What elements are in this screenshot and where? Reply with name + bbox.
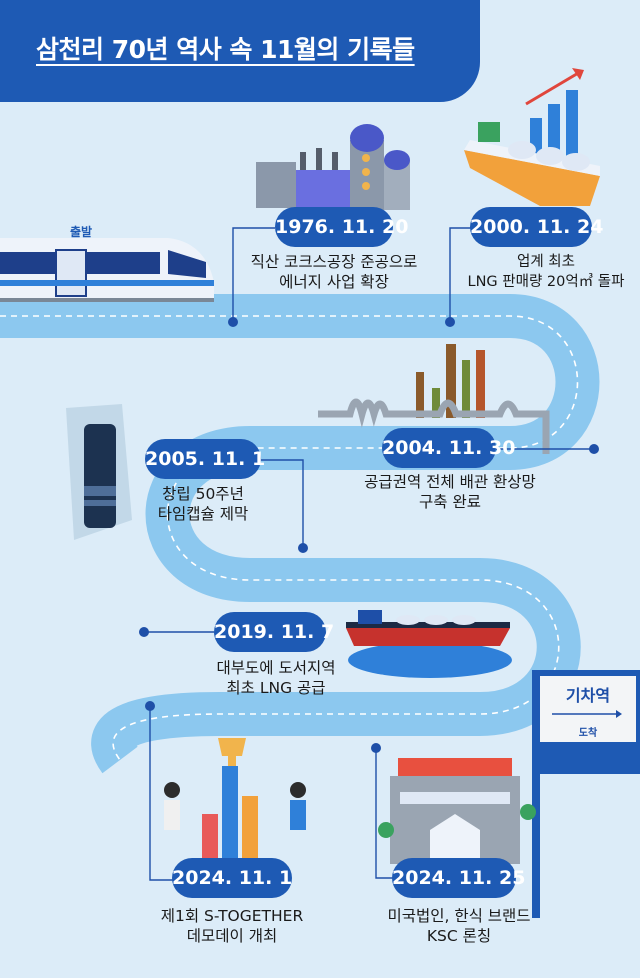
factory-icon (256, 124, 410, 210)
time-capsule-icon (66, 404, 132, 540)
restaurant-icon (378, 758, 536, 864)
train-icon (0, 238, 214, 302)
connector-dots (139, 317, 599, 753)
event-date-2019: 2019. 11. 7 (214, 612, 334, 652)
station-name: 기차역 (565, 686, 611, 705)
event-desc-2000: 업계 최초 LNG 판매량 20억㎥ 돌파 (467, 254, 625, 290)
event-desc-1976: 직산 코크스공장 준공으로 에너지 사업 확장 (250, 253, 418, 291)
page-title: 삼천리 70년 역사 속 11월의 기록들 (36, 35, 415, 64)
event-desc-2024-25: 미국법인, 한식 브랜드 KSC 론칭 (387, 907, 531, 945)
title-banner: 삼천리 70년 역사 속 11월의 기록들 (0, 0, 480, 102)
event-date-1976: 1976. 11. 20 (275, 207, 408, 247)
event-date-2024-25: 2024. 11. 25 (392, 858, 525, 898)
station-sign (532, 670, 640, 918)
event-desc-2005: 창립 50주년 타임캡슐 제막 (157, 485, 249, 523)
tanker-ship-icon (346, 610, 512, 678)
pipeline-icon (318, 344, 550, 454)
event-date-2024-1: 2024. 11. 1 (172, 858, 292, 898)
event-desc-2019: 대부도에 도서지역 최초 LNG 공급 (216, 659, 336, 697)
event-date-2005: 2005. 11. 1 (145, 439, 265, 479)
event-desc-2004: 공급권역 전체 배관 환상망 구축 완료 (364, 473, 536, 511)
event-desc-2024-1: 제1회 S-TOGETHER 데모데이 개최 (160, 907, 304, 945)
lng-ship-growth-icon (464, 68, 600, 206)
trophy-icon (164, 738, 306, 860)
event-date-2004: 2004. 11. 30 (382, 428, 515, 468)
start-label: 출발 (70, 225, 93, 239)
track-dashes (0, 315, 579, 761)
event-date-2000: 2000. 11. 24 (470, 207, 603, 247)
station-arrive-label: 도착 (578, 728, 598, 739)
